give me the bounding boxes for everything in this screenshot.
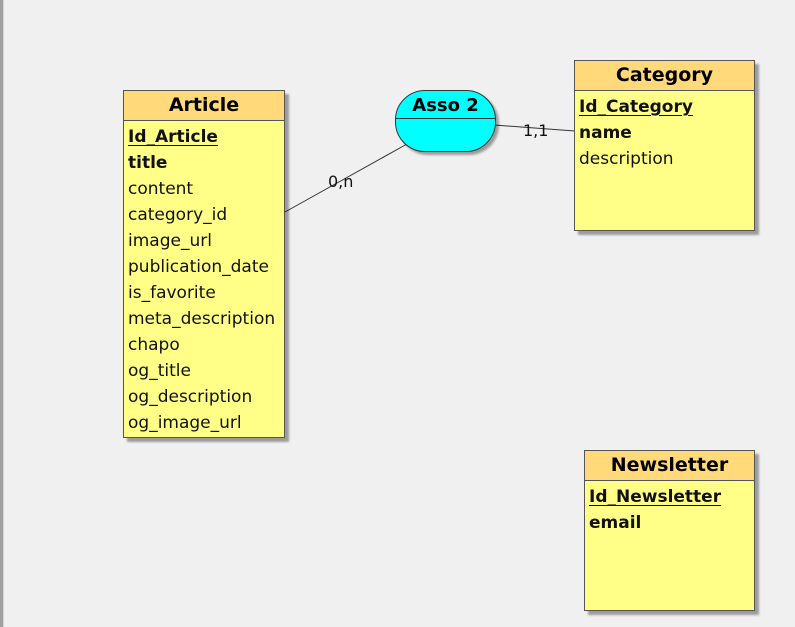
entity-title: Newsletter bbox=[585, 451, 754, 481]
primary-key-attribute: Id_Category bbox=[579, 97, 693, 117]
attribute-list: Id_Category name description bbox=[575, 91, 754, 172]
attribute: og_description bbox=[128, 387, 253, 407]
attribute: meta_description bbox=[128, 309, 276, 329]
association-title: Asso 2 bbox=[396, 91, 495, 119]
cardinality-category: 1,1 bbox=[523, 121, 549, 140]
primary-key-attribute: Id_Article bbox=[128, 127, 218, 147]
attribute: is_favorite bbox=[128, 283, 216, 303]
canvas-left-border bbox=[0, 0, 3, 627]
attribute: image_url bbox=[128, 231, 212, 251]
entity-category[interactable]: Category Id_Category name description bbox=[574, 60, 755, 231]
cardinality-article: 0,n bbox=[328, 172, 354, 191]
attribute-list: Id_Newsletter email bbox=[585, 481, 754, 536]
attribute-list: Id_Article title content category_id ima… bbox=[124, 121, 284, 436]
attribute: og_title bbox=[128, 361, 191, 381]
attribute: email bbox=[589, 513, 642, 533]
attribute: title bbox=[128, 153, 168, 173]
attribute: description bbox=[579, 149, 674, 169]
link-asso-category bbox=[493, 124, 576, 132]
attribute: content bbox=[128, 179, 194, 199]
primary-key-attribute: Id_Newsletter bbox=[589, 487, 722, 507]
attribute: chapo bbox=[128, 335, 180, 355]
attribute: name bbox=[579, 123, 632, 143]
attribute: category_id bbox=[128, 205, 228, 225]
entity-article[interactable]: Article Id_Article title content categor… bbox=[123, 90, 285, 438]
canvas-left-border-highlight bbox=[3, 0, 4, 627]
association-asso-2[interactable]: Asso 2 bbox=[395, 90, 496, 152]
attribute: og_image_url bbox=[128, 413, 242, 433]
link-article-asso bbox=[284, 143, 408, 213]
entity-title: Article bbox=[124, 91, 284, 121]
attribute: publication_date bbox=[128, 257, 269, 277]
entity-title: Category bbox=[575, 61, 754, 91]
entity-newsletter[interactable]: Newsletter Id_Newsletter email bbox=[584, 450, 755, 611]
